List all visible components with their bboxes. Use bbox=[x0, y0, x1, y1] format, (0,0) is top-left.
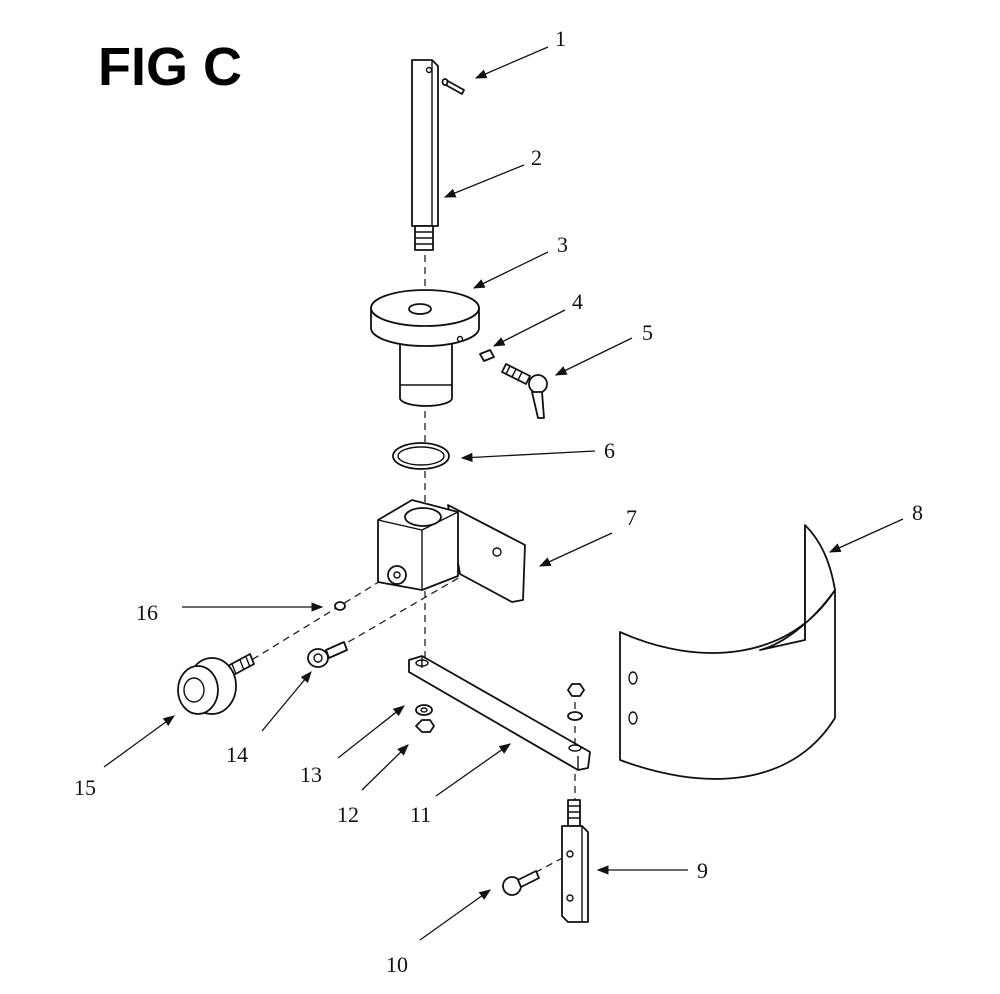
callout-15: 15 bbox=[74, 775, 96, 800]
leader-8 bbox=[828, 518, 904, 553]
bolt-axis bbox=[524, 854, 569, 879]
part-post bbox=[561, 799, 589, 923]
leader-1 bbox=[474, 46, 549, 79]
part-lever-screw bbox=[501, 363, 548, 419]
callout-12: 12 bbox=[337, 802, 359, 827]
callout-4: 4 bbox=[572, 289, 583, 314]
leader-14 bbox=[261, 671, 312, 732]
part-arm-bar bbox=[408, 655, 591, 771]
leader-13 bbox=[337, 705, 405, 759]
leader-12 bbox=[361, 744, 409, 791]
leader-11 bbox=[435, 743, 511, 797]
callout-11: 11 bbox=[410, 802, 431, 827]
leader-3 bbox=[472, 251, 549, 289]
part-pin bbox=[441, 78, 465, 95]
leader-7 bbox=[538, 532, 613, 567]
part-collar bbox=[370, 289, 480, 407]
callout-3: 3 bbox=[557, 232, 568, 257]
callout-7: 7 bbox=[626, 505, 637, 530]
part-shaft bbox=[411, 59, 439, 251]
callout-6: 6 bbox=[604, 438, 615, 463]
part-nuts-washers bbox=[415, 683, 585, 733]
callout-10: 10 bbox=[386, 952, 408, 977]
callout-numbers: 1 2 3 4 5 6 7 8 9 10 11 12 13 14 15 16 bbox=[74, 26, 923, 977]
callout-9: 9 bbox=[697, 858, 708, 883]
callout-16: 16 bbox=[136, 600, 158, 625]
screw-axis bbox=[337, 554, 499, 649]
part-retaining-ring bbox=[392, 442, 450, 470]
callout-1: 1 bbox=[555, 26, 566, 51]
callout-5: 5 bbox=[642, 320, 653, 345]
part-bracket bbox=[377, 499, 526, 603]
part-small-pin bbox=[334, 601, 346, 611]
callout-8: 8 bbox=[912, 500, 923, 525]
leader-10 bbox=[419, 889, 491, 941]
callout-13: 13 bbox=[300, 762, 322, 787]
figure-title: FIG C bbox=[98, 37, 242, 97]
part-cap-screw bbox=[307, 641, 348, 668]
leader-15 bbox=[103, 715, 175, 768]
leader-6 bbox=[460, 450, 596, 463]
callout-14: 14 bbox=[226, 742, 248, 767]
part-set-screw bbox=[479, 349, 495, 362]
leader-lines bbox=[103, 46, 904, 941]
leader-2 bbox=[443, 164, 525, 198]
part-guard-plate bbox=[619, 524, 836, 780]
callout-2: 2 bbox=[531, 145, 542, 170]
leader-5 bbox=[554, 337, 633, 376]
part-bolt bbox=[502, 870, 540, 896]
knob-axis bbox=[231, 571, 396, 673]
part-knob bbox=[177, 653, 255, 715]
leader-4 bbox=[492, 309, 566, 347]
